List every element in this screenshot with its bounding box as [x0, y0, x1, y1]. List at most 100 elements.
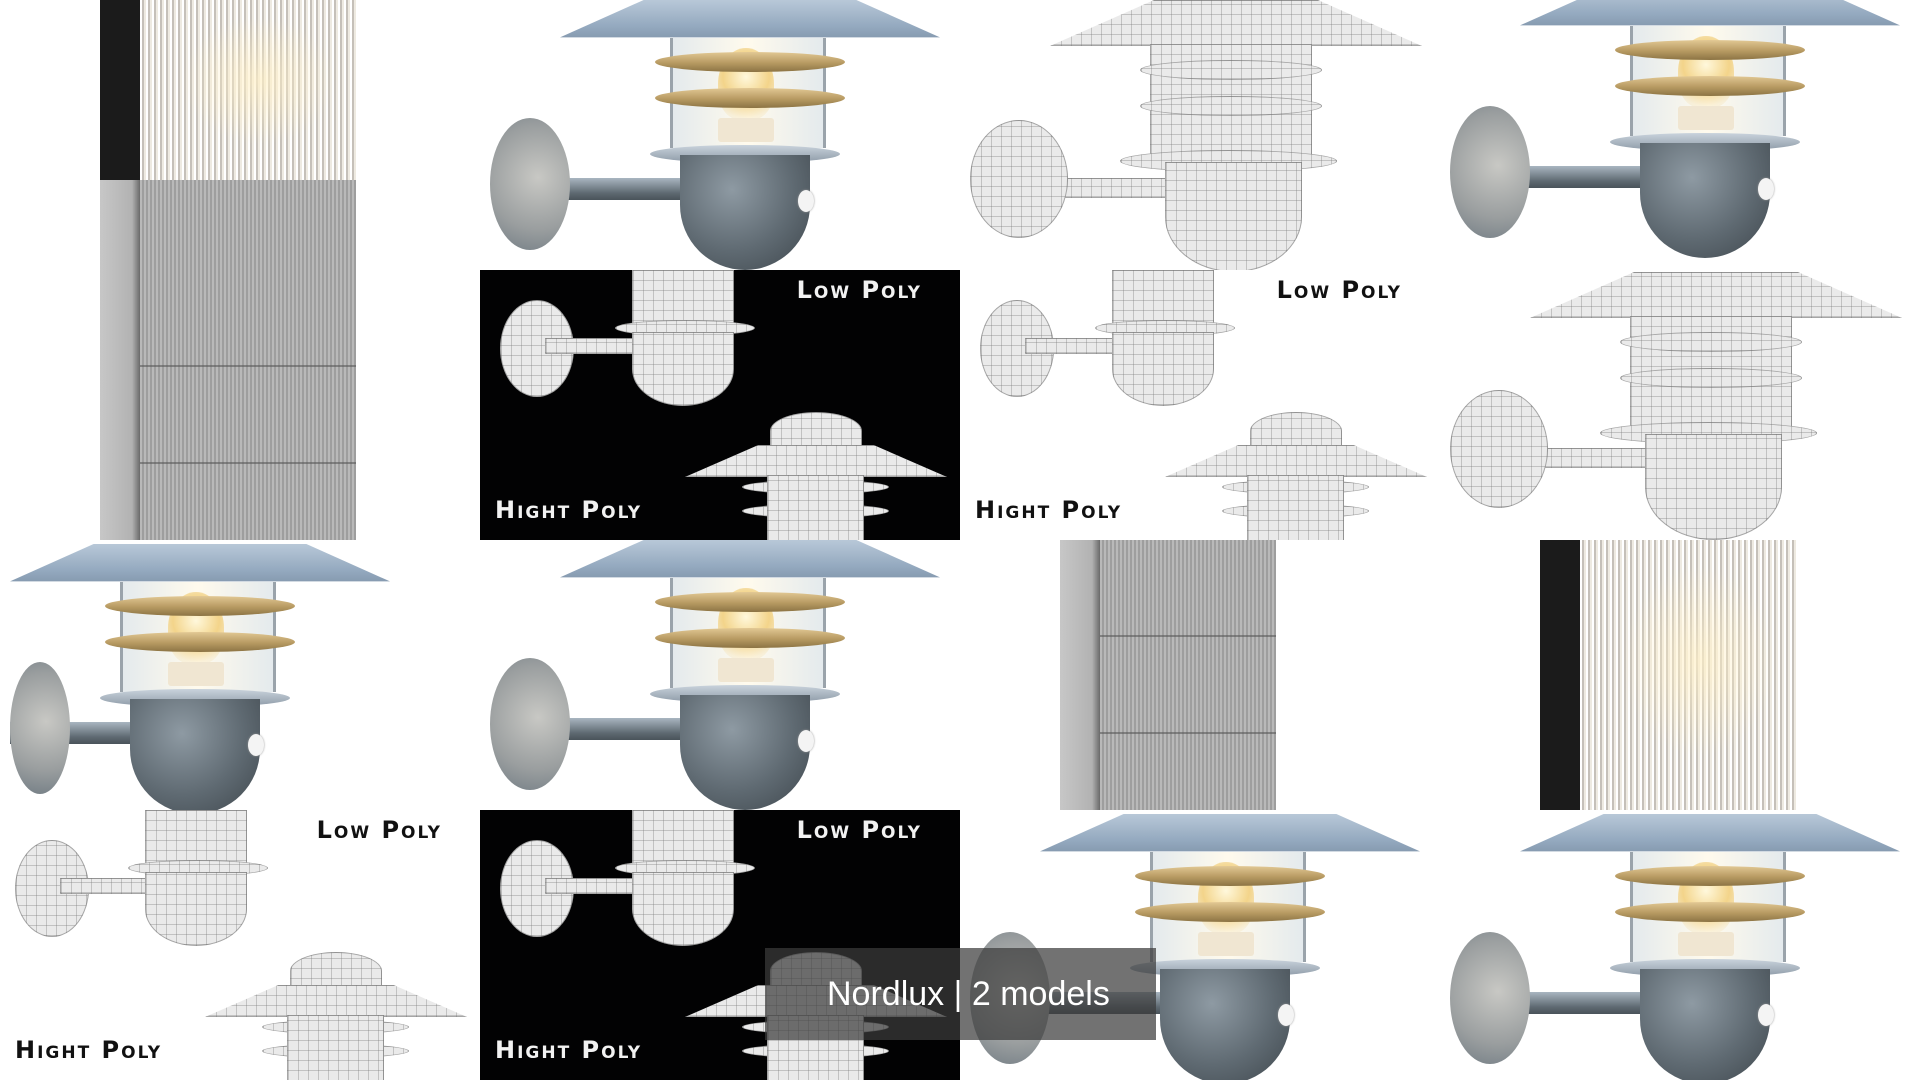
lamp-arm: [530, 718, 690, 740]
caption-text: Nordlux | 2 models: [827, 974, 1110, 1013]
lamp-ring: [105, 596, 295, 616]
motion-sensor: [798, 190, 814, 212]
lamp-ring: [655, 628, 845, 648]
tile-glass-panel-photo: [1440, 540, 1920, 810]
lamp-shade: [1520, 0, 1900, 26]
wireframe-wall-plate: [970, 120, 1068, 238]
lamp-arm: [530, 178, 690, 200]
low-poly-ring: [1095, 320, 1235, 336]
tile-lamp-photo: [1440, 0, 1920, 270]
low-poly-label: Low Poly: [316, 816, 442, 844]
tile-lamp-wireframe: [1440, 270, 1920, 540]
wireframe-shade: [1050, 0, 1422, 46]
panel-frame: [100, 0, 140, 180]
wall-lamp-render: [1440, 0, 1920, 258]
panel-frame: [1540, 540, 1580, 810]
lamp-socket: [1198, 932, 1254, 956]
lamp-ring: [1135, 902, 1325, 922]
motion-sensor: [1758, 178, 1774, 200]
lamp-bowl: [680, 155, 810, 270]
ribbed-glass: [140, 0, 356, 180]
wireframe-bowl: [1645, 434, 1782, 540]
ribbed-glass-wireframe: [1100, 540, 1276, 810]
low-poly-label: Low Poly: [796, 816, 922, 844]
tile-lamp-wireframe: [960, 0, 1440, 270]
lamp-arm: [1490, 992, 1650, 1014]
high-poly-body: [287, 1015, 384, 1080]
glass-panel-wireframe: [1060, 540, 1276, 810]
lamp-ring: [655, 592, 845, 612]
lamp-bowl: [130, 699, 260, 810]
glass-panel-wireframe: [100, 270, 356, 540]
lamp-bowl: [1160, 969, 1290, 1080]
low-poly-label: Low Poly: [796, 276, 922, 304]
low-poly-arm: [60, 878, 152, 894]
ribbed-glass-wireframe: [140, 180, 356, 270]
tile-lamp-photo: [480, 540, 960, 810]
lamp-ring: [105, 632, 295, 652]
high-poly-label: Hight Poly: [495, 496, 643, 524]
wireframe-ring: [1140, 96, 1322, 116]
wall-plate: [490, 658, 570, 790]
motion-sensor: [248, 734, 264, 756]
lamp-ring: [1615, 866, 1805, 886]
ribbed-glass-wireframe: [140, 270, 356, 540]
tile-wireframe-compare-dark: Low Poly Hight Poly: [480, 270, 960, 540]
lamp-socket: [1678, 932, 1734, 956]
wireframe-wall-plate: [1450, 390, 1548, 508]
tile-lamp-photo: [480, 0, 960, 270]
low-poly-ring: [615, 860, 755, 876]
wall-plate: [490, 118, 570, 250]
low-poly-arm: [545, 878, 637, 894]
wireframe-shade: [1530, 272, 1902, 318]
low-poly-bowl: [1112, 332, 1214, 406]
panel-frame: [100, 270, 140, 540]
wall-lamp-render: [480, 540, 960, 810]
high-poly-dome: [290, 952, 382, 990]
low-poly-arm: [545, 338, 637, 354]
model-caption-overlay[interactable]: Nordlux | 2 models: [765, 948, 1156, 1040]
lamp-socket: [168, 662, 224, 686]
glass-panel-photo-half: [100, 0, 356, 180]
lamp-ring: [655, 88, 845, 108]
lamp-socket: [718, 118, 774, 142]
low-poly-bowl: [632, 332, 734, 406]
lamp-ring: [1615, 902, 1805, 922]
lamp-arm: [1490, 166, 1650, 188]
motion-sensor: [1278, 1004, 1294, 1026]
lamp-socket: [718, 658, 774, 682]
lamp-socket: [1678, 106, 1734, 130]
high-poly-shade: [685, 445, 947, 477]
low-poly-label: Low Poly: [1276, 276, 1402, 304]
wireframe-ring: [1620, 368, 1802, 388]
glass-panel-wireframe-half: [100, 180, 356, 270]
high-poly-label: Hight Poly: [15, 1036, 163, 1064]
tile-lamp-photo: [1440, 810, 1920, 1080]
high-poly-label: Hight Poly: [975, 496, 1123, 524]
low-poly-bowl: [145, 872, 247, 946]
tile-glass-panel-wireframe: [960, 540, 1440, 810]
glass-panel-photo: [1540, 540, 1796, 810]
wall-lamp-render: [0, 544, 410, 810]
wall-plate: [10, 662, 70, 794]
high-poly-body: [1247, 475, 1344, 540]
wall-lamp-render: [480, 0, 960, 270]
ribbed-glass: [1580, 540, 1796, 810]
wireframe-bowl: [1165, 162, 1302, 270]
low-poly-arm: [1025, 338, 1117, 354]
lamp-bowl: [680, 695, 810, 810]
wall-lamp-render: [1440, 814, 1920, 1080]
panel-frame: [1060, 540, 1100, 810]
panel-frame: [100, 180, 140, 270]
tile-glass-panel-wireframe: [0, 270, 480, 540]
lamp-ring: [1615, 76, 1805, 96]
wall-plate: [1450, 932, 1530, 1064]
lamp-bowl: [1640, 969, 1770, 1080]
lamp-ring: [655, 52, 845, 72]
lamp-ring: [1615, 40, 1805, 60]
lamp-ring: [1135, 866, 1325, 886]
low-poly-ring: [615, 320, 755, 336]
tile-wireframe-compare-light: Low Poly Hight Poly: [960, 270, 1440, 540]
wall-plate: [1450, 106, 1530, 238]
